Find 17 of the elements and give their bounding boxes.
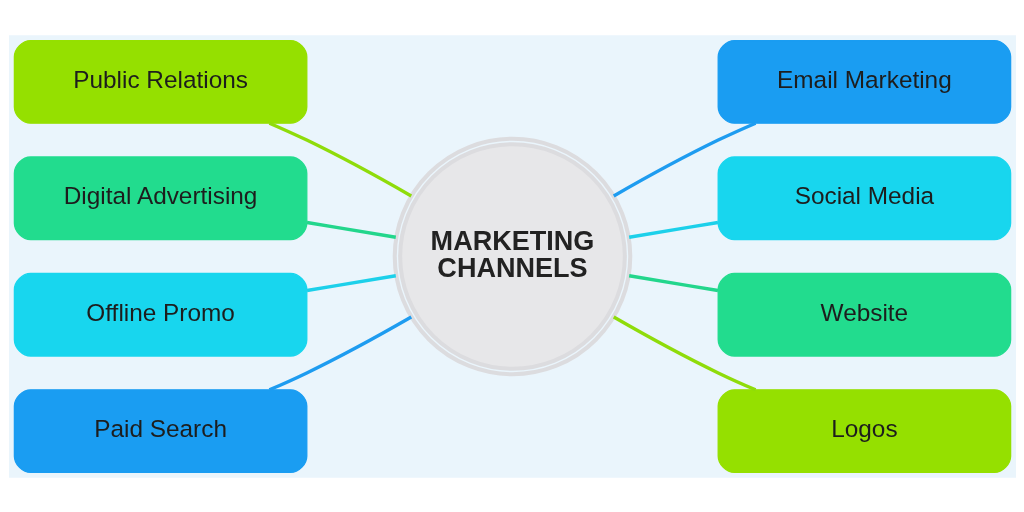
node-box: Public Relations xyxy=(13,39,307,124)
node-box: Social Media xyxy=(717,155,1011,240)
connector xyxy=(306,273,396,292)
connector xyxy=(306,220,396,239)
connector xyxy=(268,315,412,391)
connector xyxy=(612,315,756,391)
node-box: Offline Promo xyxy=(13,272,307,357)
connector xyxy=(628,220,718,239)
node-box: Email Marketing xyxy=(717,39,1011,124)
connector xyxy=(612,121,756,197)
node-circle: MARKETING CHANNELS xyxy=(392,136,632,376)
node-box: Digital Advertising xyxy=(13,155,307,240)
connector xyxy=(628,273,718,292)
node-box: Website xyxy=(717,272,1011,357)
connector xyxy=(268,121,412,197)
node-box: Paid Search xyxy=(13,388,307,473)
node-box: Logos xyxy=(717,388,1011,473)
